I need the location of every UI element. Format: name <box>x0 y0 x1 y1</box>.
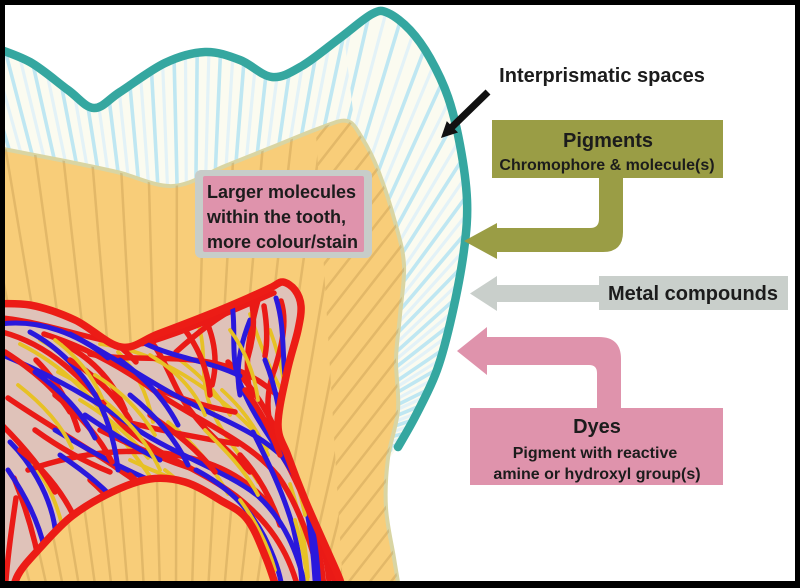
svg-text:Metal compounds: Metal compounds <box>608 283 778 305</box>
svg-text:Interprismatic spaces: Interprismatic spaces <box>499 65 705 87</box>
svg-text:Chromophore & molecule(s): Chromophore & molecule(s) <box>499 157 714 174</box>
svg-text:more colour/stain: more colour/stain <box>207 232 358 252</box>
svg-text:within the tooth,: within the tooth, <box>206 207 346 227</box>
svg-text:amine or hydroxyl group(s): amine or hydroxyl group(s) <box>493 466 700 483</box>
svg-text:Pigments: Pigments <box>563 130 653 152</box>
svg-text:Dyes: Dyes <box>573 416 621 438</box>
svg-text:Pigment with reactive: Pigment with reactive <box>513 445 678 462</box>
svg-text:Larger molecules: Larger molecules <box>207 182 356 202</box>
